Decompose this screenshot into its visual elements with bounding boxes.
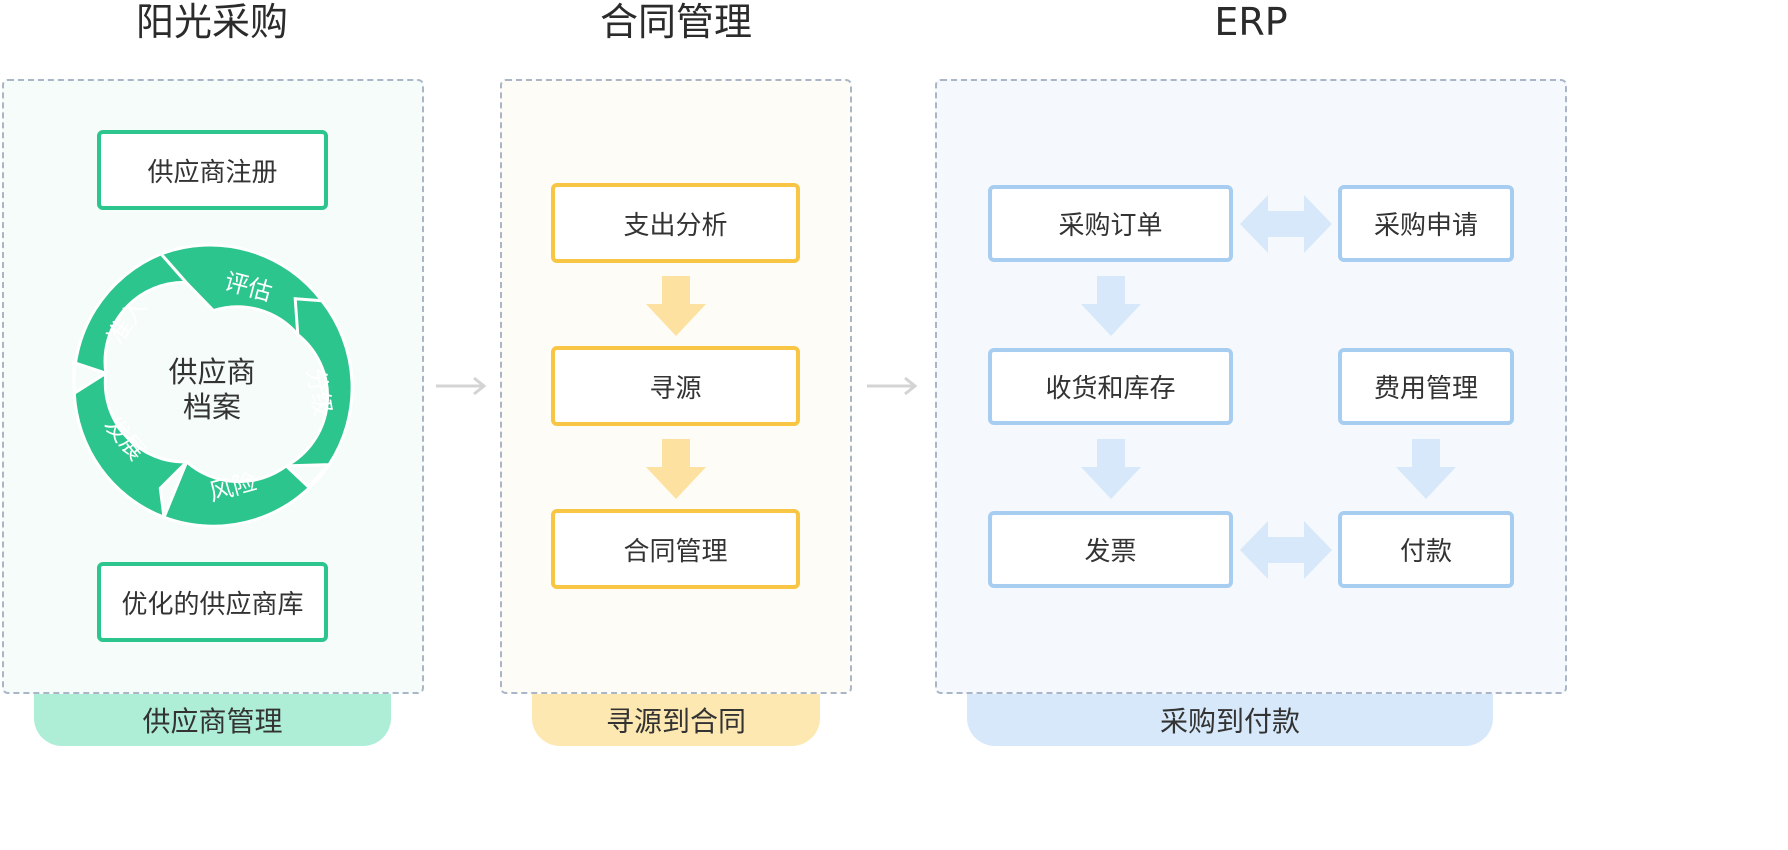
expense-management-box: 费用管理 (1338, 348, 1514, 425)
section-title-erp: ERP (1214, 0, 1288, 44)
cycle-center-line2: 档案 (183, 390, 241, 424)
cycle-center-line1: 供应商 (168, 355, 255, 389)
arrow-down-icon (1396, 439, 1456, 499)
double-arrow-icon (1240, 521, 1332, 579)
arrow-down-icon (1081, 276, 1141, 336)
arrow-down-icon (646, 439, 706, 499)
cycle-segment-evaluate (158, 243, 324, 338)
receiving-inventory-box: 收货和库存 (988, 348, 1233, 425)
invoice-box: 发票 (988, 511, 1233, 588)
spend-analysis-box: 支出分析 (551, 183, 800, 263)
section-title-sunshine-procurement: 阳光采购 (135, 0, 288, 44)
payment-box: 付款 (1338, 511, 1514, 588)
section-title-contract-management: 合同管理 (599, 0, 752, 44)
cycle-segment-develop (72, 370, 191, 520)
purchase-request-box: 采购申请 (1338, 185, 1514, 262)
arrow-right-icon (867, 376, 918, 396)
arrow-right-icon (436, 376, 487, 396)
source-to-contract-footer: 寻源到合同 (532, 694, 820, 746)
double-arrow-icon (1240, 195, 1332, 253)
supplier-lifecycle-cycle: 评估 分级 风险 发展 准入 供应商 档案 (72, 243, 354, 528)
arrow-down-icon (646, 276, 706, 336)
sourcing-box: 寻源 (551, 346, 800, 426)
supplier-registration-box: 供应商注册 (97, 130, 328, 210)
arrow-down-icon (1081, 439, 1141, 499)
supplier-management-footer: 供应商管理 (34, 694, 391, 746)
contract-management-box: 合同管理 (551, 509, 800, 589)
cycle-segment-admission (72, 252, 190, 394)
purchase-order-box: 采购订单 (988, 185, 1233, 262)
cycle-segment-grade (285, 297, 354, 468)
optimized-supplier-base-box: 优化的供应商库 (97, 562, 328, 642)
procure-to-pay-footer: 采购到付款 (967, 694, 1493, 746)
